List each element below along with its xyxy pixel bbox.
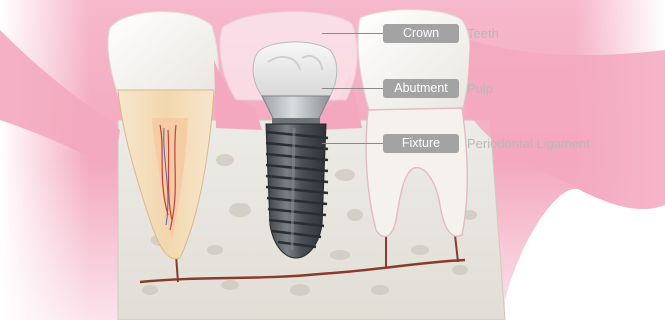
abutment-leader-line bbox=[322, 88, 383, 89]
ligament-annotation: Periodontal Ligament bbox=[467, 134, 590, 153]
teeth-annotation: Teeth bbox=[467, 24, 499, 43]
abutment bbox=[262, 96, 330, 120]
fixture-leader-line bbox=[322, 143, 383, 144]
crown-label: Crown bbox=[383, 24, 459, 43]
pulp-annotation: Pulp bbox=[467, 79, 493, 98]
fixture-label: Fixture bbox=[383, 134, 459, 153]
crown-leader-line bbox=[322, 33, 383, 34]
left-tooth-crown bbox=[108, 12, 218, 95]
abutment-label: Abutment bbox=[383, 79, 459, 98]
